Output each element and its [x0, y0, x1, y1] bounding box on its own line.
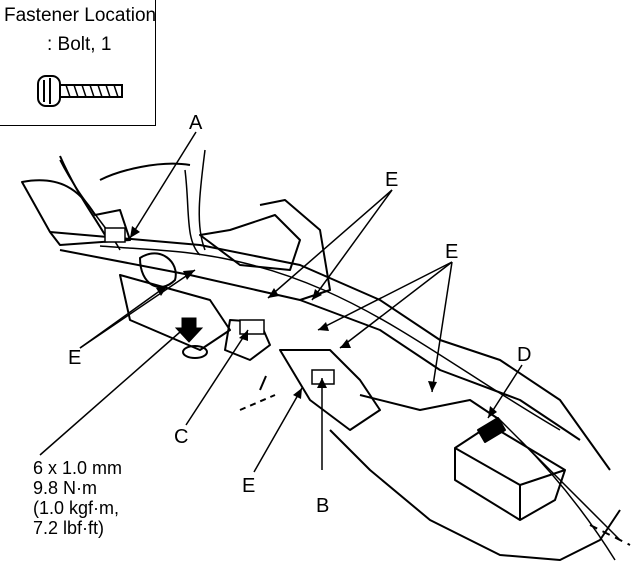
torque-lbf: 7.2 lbf·ft)	[33, 518, 105, 538]
connector-a	[104, 227, 126, 243]
bolt-location-marker	[174, 317, 204, 343]
legend-title: Fastener Location	[4, 5, 157, 26]
connector-c	[239, 319, 265, 335]
callout-e-top: E	[385, 169, 399, 191]
torque-nm: 9.8 N·m	[33, 478, 98, 498]
bolt-icon	[37, 75, 123, 107]
floor-assembly	[21, 149, 631, 561]
leader-arrowheads	[130, 226, 497, 418]
torque-kgf: (1.0 kgf·m,	[33, 498, 120, 518]
connectors	[104, 227, 335, 385]
callout-e-left: E	[68, 347, 82, 369]
fastener-legend: Fastener Location : Bolt, 1	[0, 0, 156, 126]
bolt-size: 6 x 1.0 mm	[33, 458, 123, 478]
callout-c: C	[174, 426, 189, 448]
callout-e-bottom: E	[242, 475, 256, 497]
leader-lines	[39, 131, 523, 473]
callout-b: B	[316, 495, 330, 517]
legend-subtitle: : Bolt, 1	[47, 34, 112, 55]
torque-spec: 6 x 1.0 mm 9.8 N·m (1.0 kgf·m, 7.2 lbf·f…	[33, 458, 122, 538]
callout-d: D	[517, 344, 532, 366]
callout-a: A	[189, 112, 203, 134]
callout-e-right: E	[445, 241, 459, 263]
